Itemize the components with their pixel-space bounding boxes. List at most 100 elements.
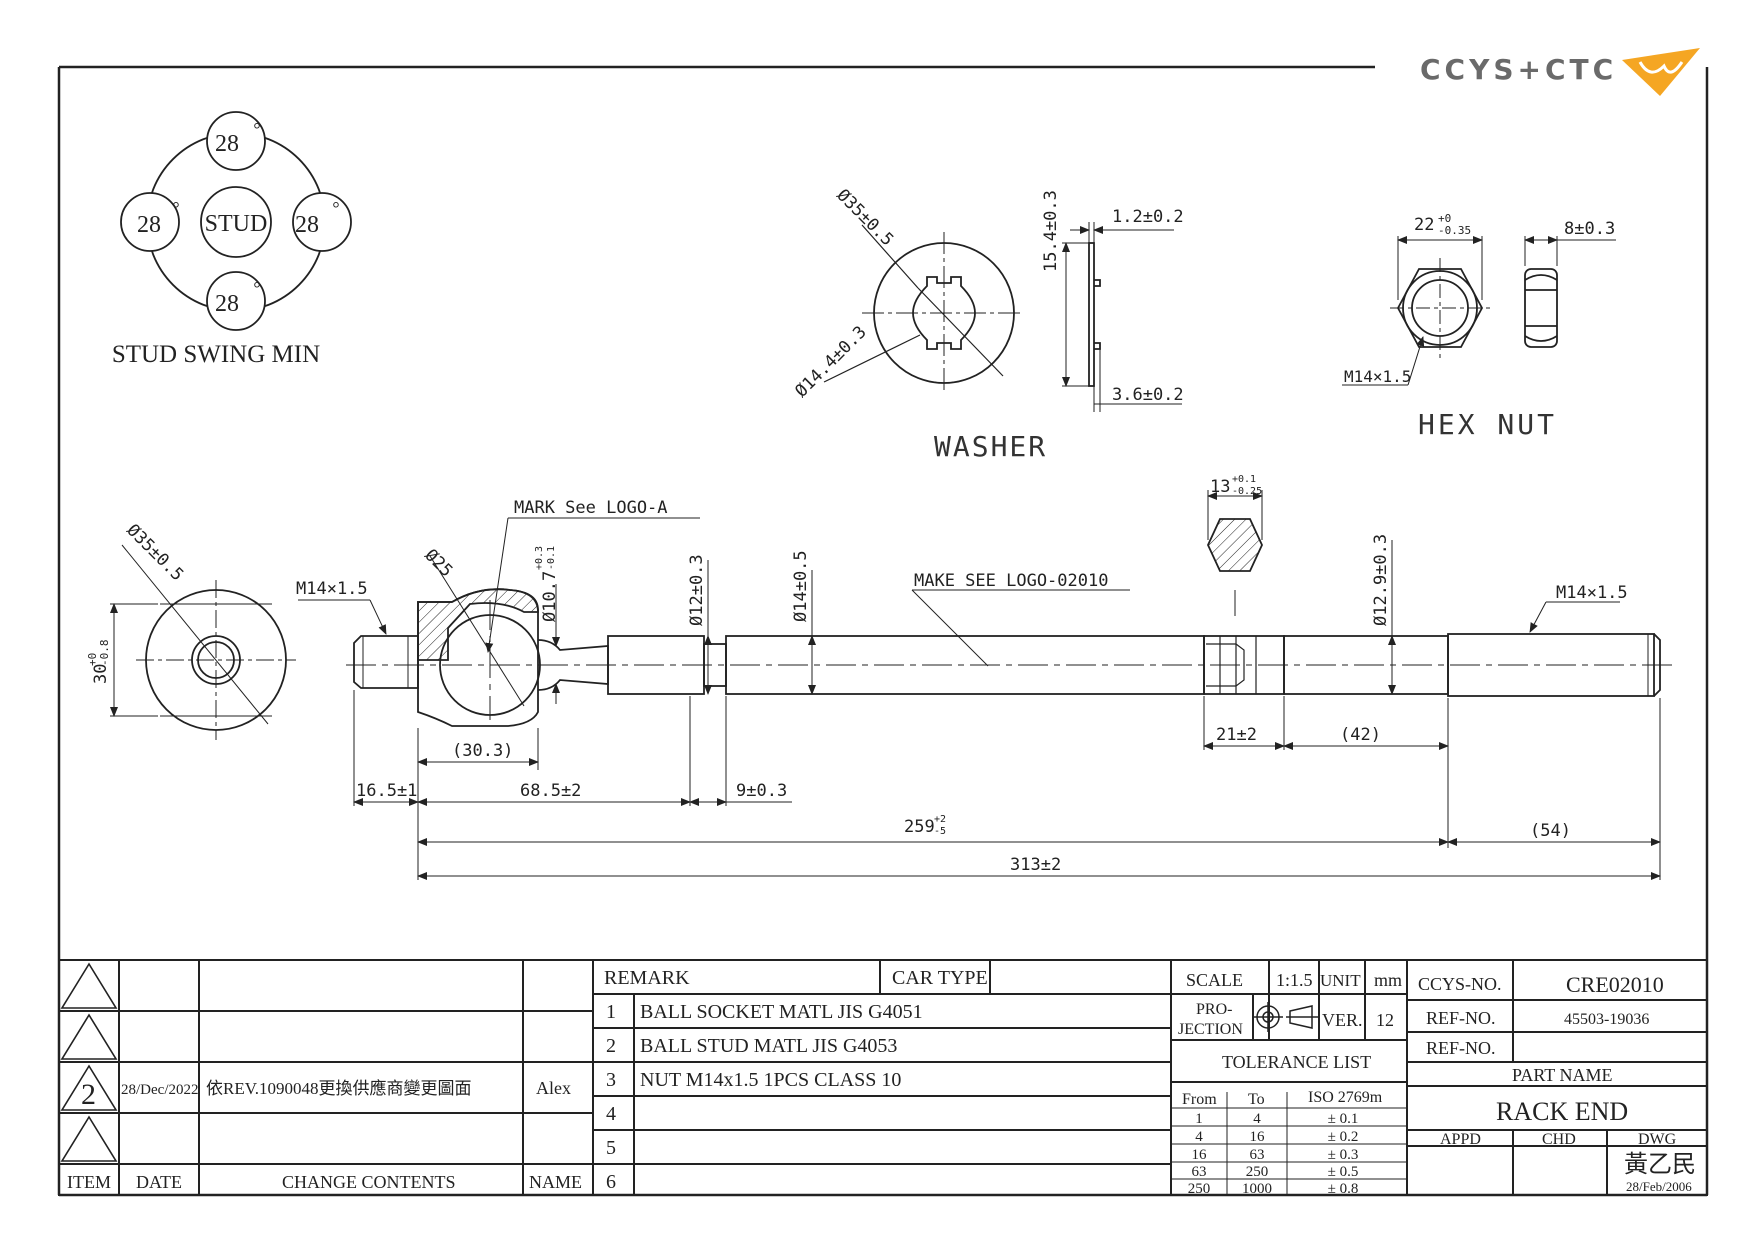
rev-header-date: DATE	[136, 1172, 182, 1192]
neck-dia-sup: +0.3	[534, 546, 545, 570]
thread-left: M14×1.5	[296, 579, 368, 599]
hex-thread: M14×1.5	[1344, 367, 1411, 386]
dim-68-5: 68.5±2	[520, 781, 581, 801]
end-height-sup: +0	[86, 653, 99, 666]
remark-no-3: 3	[606, 1069, 616, 1091]
stud-swing-caption: STUD SWING MIN	[112, 341, 320, 368]
swing-top: 28	[215, 131, 239, 157]
dim-30-3: (30.3)	[452, 741, 513, 761]
part-name: RACK END	[1496, 1097, 1628, 1126]
scale-label: SCALE	[1186, 970, 1243, 990]
tolerance-title: TOLERANCE LIST	[1222, 1052, 1371, 1072]
end-height-base: 30	[91, 664, 111, 684]
dim-259-sub: -5	[934, 826, 946, 837]
dia14: Ø14±0.5	[791, 550, 811, 622]
dwg-date: 28/Feb/2006	[1626, 1179, 1692, 1194]
ref-label-2: REF-NO.	[1426, 1038, 1496, 1058]
tol-3-from: 16	[1192, 1147, 1208, 1163]
end-od: Ø35±0.5	[122, 520, 187, 585]
washer-title: WASHER	[934, 430, 1047, 463]
tol-1-to: 4	[1253, 1111, 1261, 1127]
hex-af-sup: +0	[1438, 212, 1451, 225]
ver-value: 12	[1376, 1010, 1394, 1030]
dwg-label: DWG	[1638, 1131, 1677, 1148]
tol-4-to: 250	[1246, 1164, 1269, 1180]
mark-note: MARK See LOGO-A	[514, 498, 668, 518]
tol-2-to: 16	[1250, 1129, 1266, 1145]
stud-swing-diagram	[120, 111, 352, 331]
hex-thickness: 8±0.3	[1564, 219, 1615, 239]
deg-bottom: °	[253, 278, 260, 298]
chd-label: CHD	[1542, 1131, 1576, 1148]
part-name-label: PART NAME	[1512, 1065, 1612, 1085]
remark-no-2: 2	[606, 1035, 616, 1057]
ref-label: REF-NO.	[1426, 1008, 1496, 1028]
scale-value: 1:1.5	[1276, 970, 1313, 990]
dim-42: (42)	[1340, 725, 1381, 745]
remark-text-1: BALL SOCKET MATL JIS G4051	[640, 1001, 923, 1023]
dim-21: 21±2	[1216, 725, 1257, 745]
hex-af-base: 22	[1414, 215, 1434, 235]
tol-4-val: ± 0.5	[1328, 1164, 1359, 1180]
neck-dia-base: Ø10.7	[540, 571, 560, 622]
dia129: Ø12.9±0.3	[1371, 534, 1391, 626]
deg-top: °	[253, 119, 260, 139]
rev-row2-item: 2	[81, 1078, 96, 1111]
unit-label: UNIT	[1320, 971, 1361, 990]
remarks-table	[592, 959, 1172, 1196]
swing-left: 28	[137, 212, 161, 238]
company-logo: CCYS+CTC	[1420, 48, 1700, 96]
revision-table	[58, 959, 594, 1196]
rack-end-main-drawing	[346, 518, 1672, 727]
tol-1-val: ± 0.1	[1328, 1111, 1359, 1127]
remark-no-5: 5	[606, 1137, 616, 1159]
tol-2-val: ± 0.2	[1328, 1129, 1359, 1145]
deg-left: °	[172, 198, 179, 218]
washer-tab: 3.6±0.2	[1112, 385, 1184, 405]
tol-1-from: 1	[1195, 1111, 1203, 1127]
neck-dia-sub: -0.1	[546, 546, 557, 570]
car-type-header: CAR TYPE	[892, 967, 988, 989]
hex-size-sup: +0.1	[1232, 474, 1256, 485]
washer-thickness: 1.2±0.2	[1112, 207, 1184, 227]
logo-mark-icon	[1622, 48, 1700, 96]
logo-text: CCYS+CTC	[1420, 53, 1617, 86]
dia12: Ø12±0.3	[687, 554, 707, 626]
rev-row2-date: 28/Dec/2022	[121, 1082, 198, 1098]
washer-id: Ø14.4±0.3	[791, 322, 870, 401]
remark-no-6: 6	[606, 1171, 616, 1193]
hex-nut-drawing	[1342, 236, 1616, 386]
drawer-name: 黃乙民	[1624, 1151, 1696, 1178]
projection-label-1: PRO-	[1196, 1001, 1232, 1018]
deg-right: °	[332, 198, 339, 218]
part-info-block	[1406, 959, 1708, 1196]
tol-header-to: To	[1248, 1091, 1265, 1108]
rev-row2-name: Alex	[536, 1078, 571, 1098]
remark-header: REMARK	[604, 967, 690, 989]
dim-313: 313±2	[1010, 855, 1061, 875]
hex-size-sub: -0.25	[1232, 486, 1262, 497]
end-height-sub: -0.8	[98, 640, 111, 667]
ccys-number: CRE02010	[1566, 972, 1664, 997]
washer-od: Ø35±0.5	[832, 185, 897, 250]
tol-5-val: ± 0.8	[1328, 1181, 1359, 1197]
tol-3-val: ± 0.3	[1328, 1147, 1359, 1163]
tol-5-to: 1000	[1242, 1181, 1272, 1197]
rev-header-name: NAME	[529, 1172, 582, 1192]
remark-no-4: 4	[606, 1103, 616, 1125]
ref-number: 45503-19036	[1564, 1011, 1649, 1028]
dim-9: 9±0.3	[736, 781, 787, 801]
hex-size-base: 13	[1210, 477, 1230, 497]
main-dimensions	[298, 490, 1661, 880]
remark-text-3: NUT M14x1.5 1PCS CLASS 10	[640, 1069, 901, 1091]
tol-header-iso: ISO 2769m	[1308, 1089, 1383, 1106]
ball-dia: Ø25	[420, 545, 456, 581]
projection-label-2: JECTION	[1178, 1021, 1243, 1038]
hex-title: HEX NUT	[1418, 408, 1557, 441]
dim-54: (54)	[1530, 821, 1571, 841]
ccys-label: CCYS-NO.	[1418, 974, 1502, 994]
stud-label: STUD	[205, 211, 268, 237]
projection-symbol-icon	[1253, 1002, 1318, 1032]
thread-right: M14×1.5	[1556, 583, 1628, 603]
unit-value: mm	[1374, 970, 1402, 990]
